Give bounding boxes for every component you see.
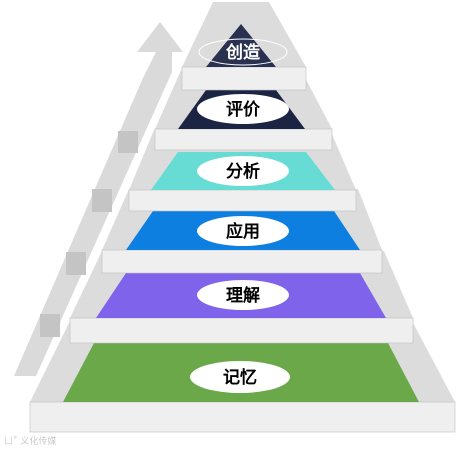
level-label: 理解 bbox=[226, 285, 260, 306]
level-label: 评价 bbox=[226, 100, 261, 120]
level-label-pill bbox=[197, 156, 289, 186]
step-front-face bbox=[29, 401, 456, 433]
level-label-pill bbox=[190, 361, 290, 393]
step-front-face bbox=[69, 317, 414, 344]
level-label-pill bbox=[197, 216, 289, 246]
level-label: 应用 bbox=[226, 221, 260, 242]
step-front-face bbox=[101, 249, 383, 274]
arrow-step-block bbox=[118, 131, 138, 153]
watermark-logo: ㄩ˚ 义化传媒 bbox=[4, 437, 57, 447]
up-arrow-icon bbox=[14, 22, 183, 376]
level-color-band bbox=[206, 24, 276, 67]
step-front-face bbox=[128, 189, 357, 212]
arrow-head bbox=[137, 22, 183, 52]
level-label-pill bbox=[198, 38, 288, 66]
level-label-pill bbox=[197, 94, 289, 124]
arrow-step-block bbox=[40, 314, 60, 337]
pyramid-level-6: 记忆 bbox=[29, 321, 456, 433]
arrow-step-block bbox=[92, 189, 112, 212]
level-label: 创造 bbox=[225, 42, 261, 63]
step-front-face bbox=[154, 128, 333, 151]
level-label-pill bbox=[197, 280, 289, 310]
step-front-face bbox=[181, 66, 307, 91]
pyramid-steps: 记忆 理解 应用 分析 评价 创造 bbox=[29, 2, 456, 433]
pyramid-level-1: 创造 bbox=[181, 2, 307, 91]
level-label: 记忆 bbox=[223, 367, 257, 388]
level-label: 分析 bbox=[226, 161, 260, 182]
arrow-step-block bbox=[66, 252, 86, 275]
